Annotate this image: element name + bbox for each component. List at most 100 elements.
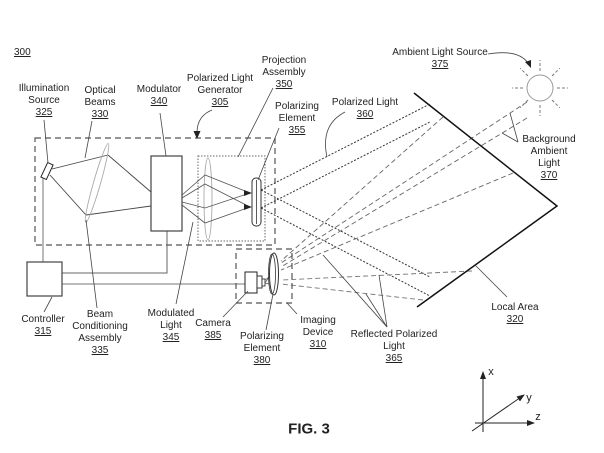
polarized-light-ray [260, 121, 431, 209]
label-line: Polarized Light [186, 73, 254, 84]
local-area-surface [413, 92, 559, 308]
camera-lens-tip [261, 278, 266, 287]
label-background-ambient-light: Background Ambient Light 370 [522, 134, 575, 182]
label-controller: Controller 315 [21, 314, 64, 338]
polarized-light-ray [260, 207, 431, 297]
label-line: Light [383, 341, 405, 352]
label-line: Ambient [530, 146, 568, 157]
leader-365 [365, 293, 388, 328]
ambient-light-ray [280, 101, 528, 264]
leader-345 [175, 221, 194, 305]
label-polarized-light: Polarized Light 360 [332, 97, 398, 121]
label-ref: 315 [34, 326, 52, 337]
sun-ray [519, 67, 529, 77]
imaging-device-box [235, 248, 293, 304]
figure-ref-number: 300 [14, 47, 31, 58]
camera-body [244, 271, 258, 294]
ambient-light-source-icon [512, 60, 568, 116]
projection-lens [203, 157, 213, 241]
label-ref: 310 [309, 339, 327, 350]
label-optical-beams: Optical Beams 330 [84, 85, 115, 121]
label-imaging-device: Imaging Device 310 [300, 315, 336, 351]
label-line: Beam [86, 309, 114, 320]
label-line: Background [522, 134, 576, 145]
leader-355 [257, 127, 280, 181]
optical-beam [51, 154, 109, 170]
sun-disc [526, 74, 554, 102]
label-ref: 380 [253, 355, 271, 366]
leader-375 [487, 52, 529, 64]
leader-320 [474, 264, 508, 298]
label-line: Modulator [136, 84, 182, 95]
label-local-area: Local Area 320 [491, 302, 538, 326]
polarizing-element-380-face [268, 253, 276, 295]
label-line: Conditioning [72, 321, 128, 332]
leader-350 [237, 87, 274, 158]
sun-ray [551, 99, 561, 109]
label-line: Element [243, 343, 281, 354]
label-modulated-light: Modulated Light 345 [148, 308, 195, 344]
label-ref: 365 [385, 353, 403, 364]
leader-385 [222, 290, 249, 318]
leader-335 [85, 219, 98, 309]
y-axis [471, 394, 525, 432]
label-line: Beams [84, 97, 116, 108]
optical-beam [49, 174, 87, 216]
label-ref: 385 [204, 330, 222, 341]
arrowhead-305 [193, 131, 201, 139]
label-line: Modulated [147, 308, 195, 319]
label-line: Element [278, 113, 316, 124]
leader-310 [286, 302, 298, 315]
label-ref: 325 [35, 107, 53, 118]
leader-360 [325, 111, 346, 158]
label-line: Local Area [491, 302, 539, 313]
label-line: Polarizing [240, 331, 284, 342]
figure-caption: FIG. 3 [288, 420, 330, 438]
y-axis-label: y [526, 392, 532, 404]
label-line: Optical [84, 85, 116, 96]
camera-lens [256, 275, 263, 289]
leader-325 [43, 119, 49, 164]
label-line: Light [160, 320, 182, 331]
label-line: Imaging [300, 315, 336, 326]
ambient-light-ray [280, 172, 514, 271]
label-polarized-light-generator: Polarized Light Generator 305 [187, 73, 253, 109]
z-axis-label: z [535, 411, 541, 423]
label-line: Assembly [78, 333, 122, 344]
leader-340 [159, 112, 167, 157]
leader-330 [84, 120, 93, 159]
label-projection-assembly: Projection Assembly 350 [262, 55, 306, 91]
label-beam-conditioning-assembly: Beam Conditioning Assembly 335 [72, 309, 128, 357]
label-line: Assembly [262, 67, 306, 78]
camera-view-lines [264, 276, 270, 285]
label-ref: 320 [506, 314, 524, 325]
polarized-light-ray [260, 103, 431, 191]
controller-modulator-wire [62, 231, 168, 274]
arrowhead-375 [525, 60, 531, 68]
label-illumination-source: Illumination Source 325 [19, 83, 70, 119]
beam-conditioning-lens [84, 143, 110, 223]
label-line: Projection [261, 55, 307, 66]
reflected-light-ray [280, 116, 444, 262]
label-polarizing-element-380: Polarizing Element 380 [240, 331, 284, 367]
label-ref: 360 [356, 109, 374, 120]
label-line: Illumination [18, 83, 70, 94]
modulator-box [150, 155, 183, 232]
reflected-light-ray [280, 270, 473, 281]
label-line: Device [302, 327, 334, 338]
label-line: Polarizing [275, 101, 319, 112]
sun-ray [519, 99, 529, 109]
label-ref: 335 [91, 345, 109, 356]
polarizing-element-380 [269, 252, 279, 296]
label-ref: 350 [275, 79, 293, 90]
leader-370 [501, 132, 519, 143]
label-ref: 305 [211, 97, 229, 108]
coordinate-axes [471, 371, 535, 432]
label-ref: 375 [431, 59, 449, 70]
polarized-light-ray [260, 189, 431, 278]
leader-305 [196, 109, 213, 134]
beam-arrowhead [244, 190, 252, 196]
label-line: Ambient Light Source [392, 47, 488, 58]
sun-ray [551, 67, 561, 77]
